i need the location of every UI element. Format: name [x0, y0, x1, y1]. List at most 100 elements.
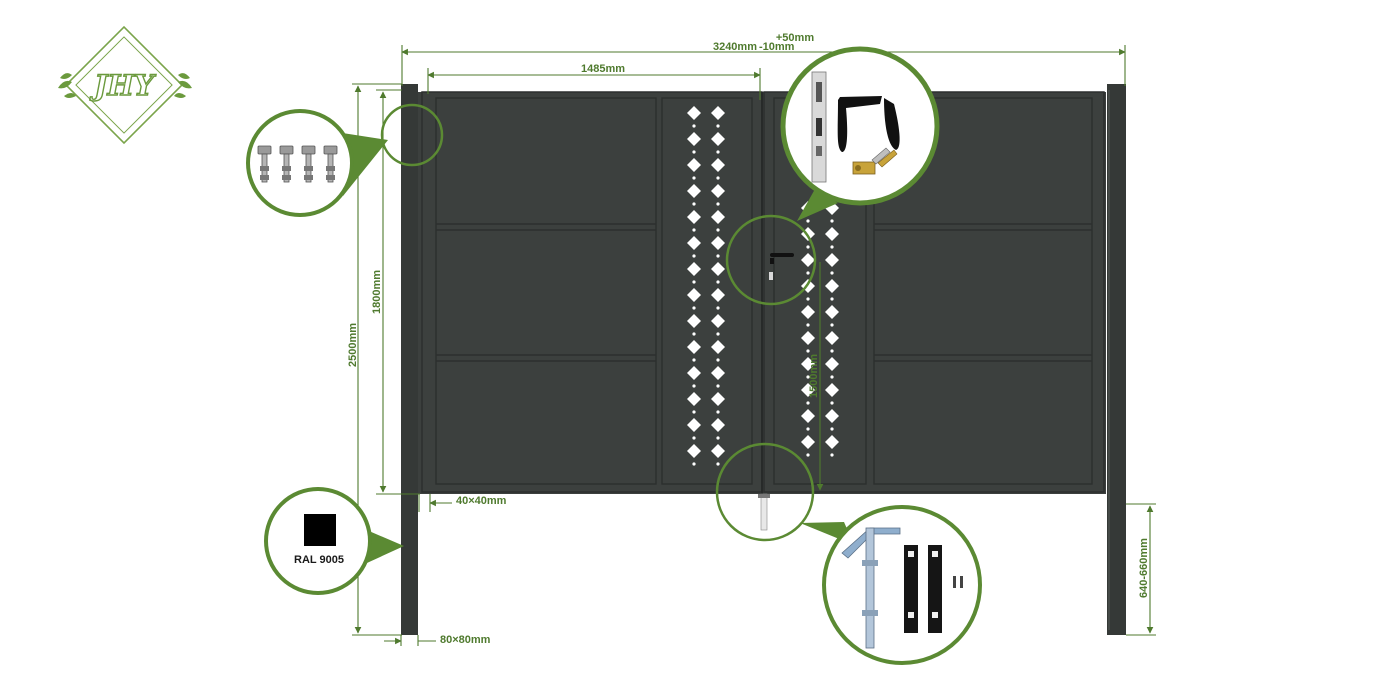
- perforation-hole: [687, 418, 701, 432]
- perforation-dot: [692, 280, 696, 284]
- color-swatch: [304, 514, 336, 546]
- perforation-hole: [825, 305, 839, 319]
- perforation-dot: [716, 150, 720, 154]
- perforation-dot: [716, 436, 720, 440]
- hinge-callout: [246, 109, 354, 217]
- perforation-dot: [692, 254, 696, 258]
- perforation-hole: [687, 392, 701, 406]
- perforation-hole: [825, 279, 839, 293]
- perforation-dot: [806, 245, 810, 249]
- perforation-hole: [711, 210, 725, 224]
- gate-height-label: 1800mm: [371, 270, 383, 314]
- hinge-bolts-icon: [257, 145, 338, 183]
- post-profile-label: 80×80mm: [440, 634, 491, 646]
- color-callout: RAL 9005: [264, 487, 372, 595]
- perforation-hole: [687, 444, 701, 458]
- perforation-hole: [711, 236, 725, 250]
- perforation-dot: [806, 401, 810, 405]
- perforation-dot: [716, 306, 720, 310]
- perforation-dot: [716, 176, 720, 180]
- perforation-dot: [806, 427, 810, 431]
- perforation-dot: [692, 384, 696, 388]
- zoom-rings: [380, 103, 817, 542]
- perforation-dot: [830, 375, 834, 379]
- perforation-dot: [692, 124, 696, 128]
- lock-callout: [780, 46, 940, 206]
- leaf-width-label: 1485mm: [581, 63, 625, 75]
- perforation-hole: [711, 106, 725, 120]
- left-leaf-panels: [435, 97, 753, 485]
- perforation-hole: [711, 392, 725, 406]
- perforation-dot: [692, 176, 696, 180]
- perforation-dot: [716, 384, 720, 388]
- perforation-hole: [687, 184, 701, 198]
- gate-leaves: [418, 91, 1106, 531]
- tolerance-minus-label: -10mm: [759, 41, 795, 53]
- perforation-hole: [687, 236, 701, 250]
- perforation-hole: [711, 314, 725, 328]
- perforation-dot: [830, 297, 834, 301]
- perforation-hole: [711, 288, 725, 302]
- perforation-hole: [687, 340, 701, 354]
- perforation-dot: [830, 427, 834, 431]
- perforation-hole: [801, 253, 815, 267]
- perforation-hole: [711, 366, 725, 380]
- total-width-label: 3240mm: [713, 41, 757, 53]
- brand-logo: JHY: [58, 25, 192, 145]
- perforation-dot: [716, 358, 720, 362]
- left-post: [401, 84, 418, 635]
- perforation-dot: [830, 401, 834, 405]
- perforation-hole: [801, 409, 815, 423]
- drop-bolt-callout: [822, 505, 982, 665]
- perforation-dot: [692, 358, 696, 362]
- perforation-hole: [711, 184, 725, 198]
- perforation-dot: [830, 349, 834, 353]
- perforation-dot: [830, 271, 834, 275]
- leaf-left-icon: [58, 73, 76, 98]
- logo-text: JHY: [89, 69, 157, 102]
- perforation-dot: [716, 124, 720, 128]
- perforation-hole: [711, 158, 725, 172]
- perforation-hole: [825, 331, 839, 345]
- perforation-hole: [711, 262, 725, 276]
- drop-bolt: [758, 493, 770, 531]
- perforation-dot: [806, 349, 810, 353]
- perforation-hole: [825, 357, 839, 371]
- perforation-hole: [711, 340, 725, 354]
- perforation-hole: [687, 288, 701, 302]
- door-handle: [769, 253, 794, 280]
- perforation-dot: [692, 150, 696, 154]
- perforation-hole: [801, 305, 815, 319]
- perforation-dot: [806, 219, 810, 223]
- right-post: [1107, 84, 1126, 635]
- perforation-dot: [830, 323, 834, 327]
- perforation-dot: [806, 323, 810, 327]
- color-swatch-label: RAL 9005: [294, 554, 344, 566]
- perforation-hole: [687, 366, 701, 380]
- perforation-dot: [806, 297, 810, 301]
- perforation-hole: [825, 383, 839, 397]
- inner-height-label: 1500mm: [808, 354, 820, 398]
- perforation-dot: [716, 410, 720, 414]
- perforation-dot: [830, 453, 834, 457]
- perforation-hole: [687, 132, 701, 146]
- perforation-dot: [692, 228, 696, 232]
- perforation-hole: [801, 331, 815, 345]
- perforation-dot: [716, 202, 720, 206]
- dimension-labels: +50mm 3240mm -10mm 1485mm 2500mm 1800mm …: [347, 32, 1150, 646]
- perforation-hole: [825, 253, 839, 267]
- perforation-hole: [687, 158, 701, 172]
- perforation-dot: [692, 436, 696, 440]
- post-height-label: 2500mm: [347, 323, 359, 367]
- perforation-hole: [801, 383, 815, 397]
- perforation-hole: [711, 418, 725, 432]
- perforation-dot: [716, 228, 720, 232]
- perforation-dot: [806, 271, 810, 275]
- perforation-hole: [825, 227, 839, 241]
- perforation-hole: [711, 132, 725, 146]
- perforation-dot: [692, 202, 696, 206]
- perforation-hole: [687, 314, 701, 328]
- perforation-hole: [687, 106, 701, 120]
- perforation-dot: [716, 462, 720, 466]
